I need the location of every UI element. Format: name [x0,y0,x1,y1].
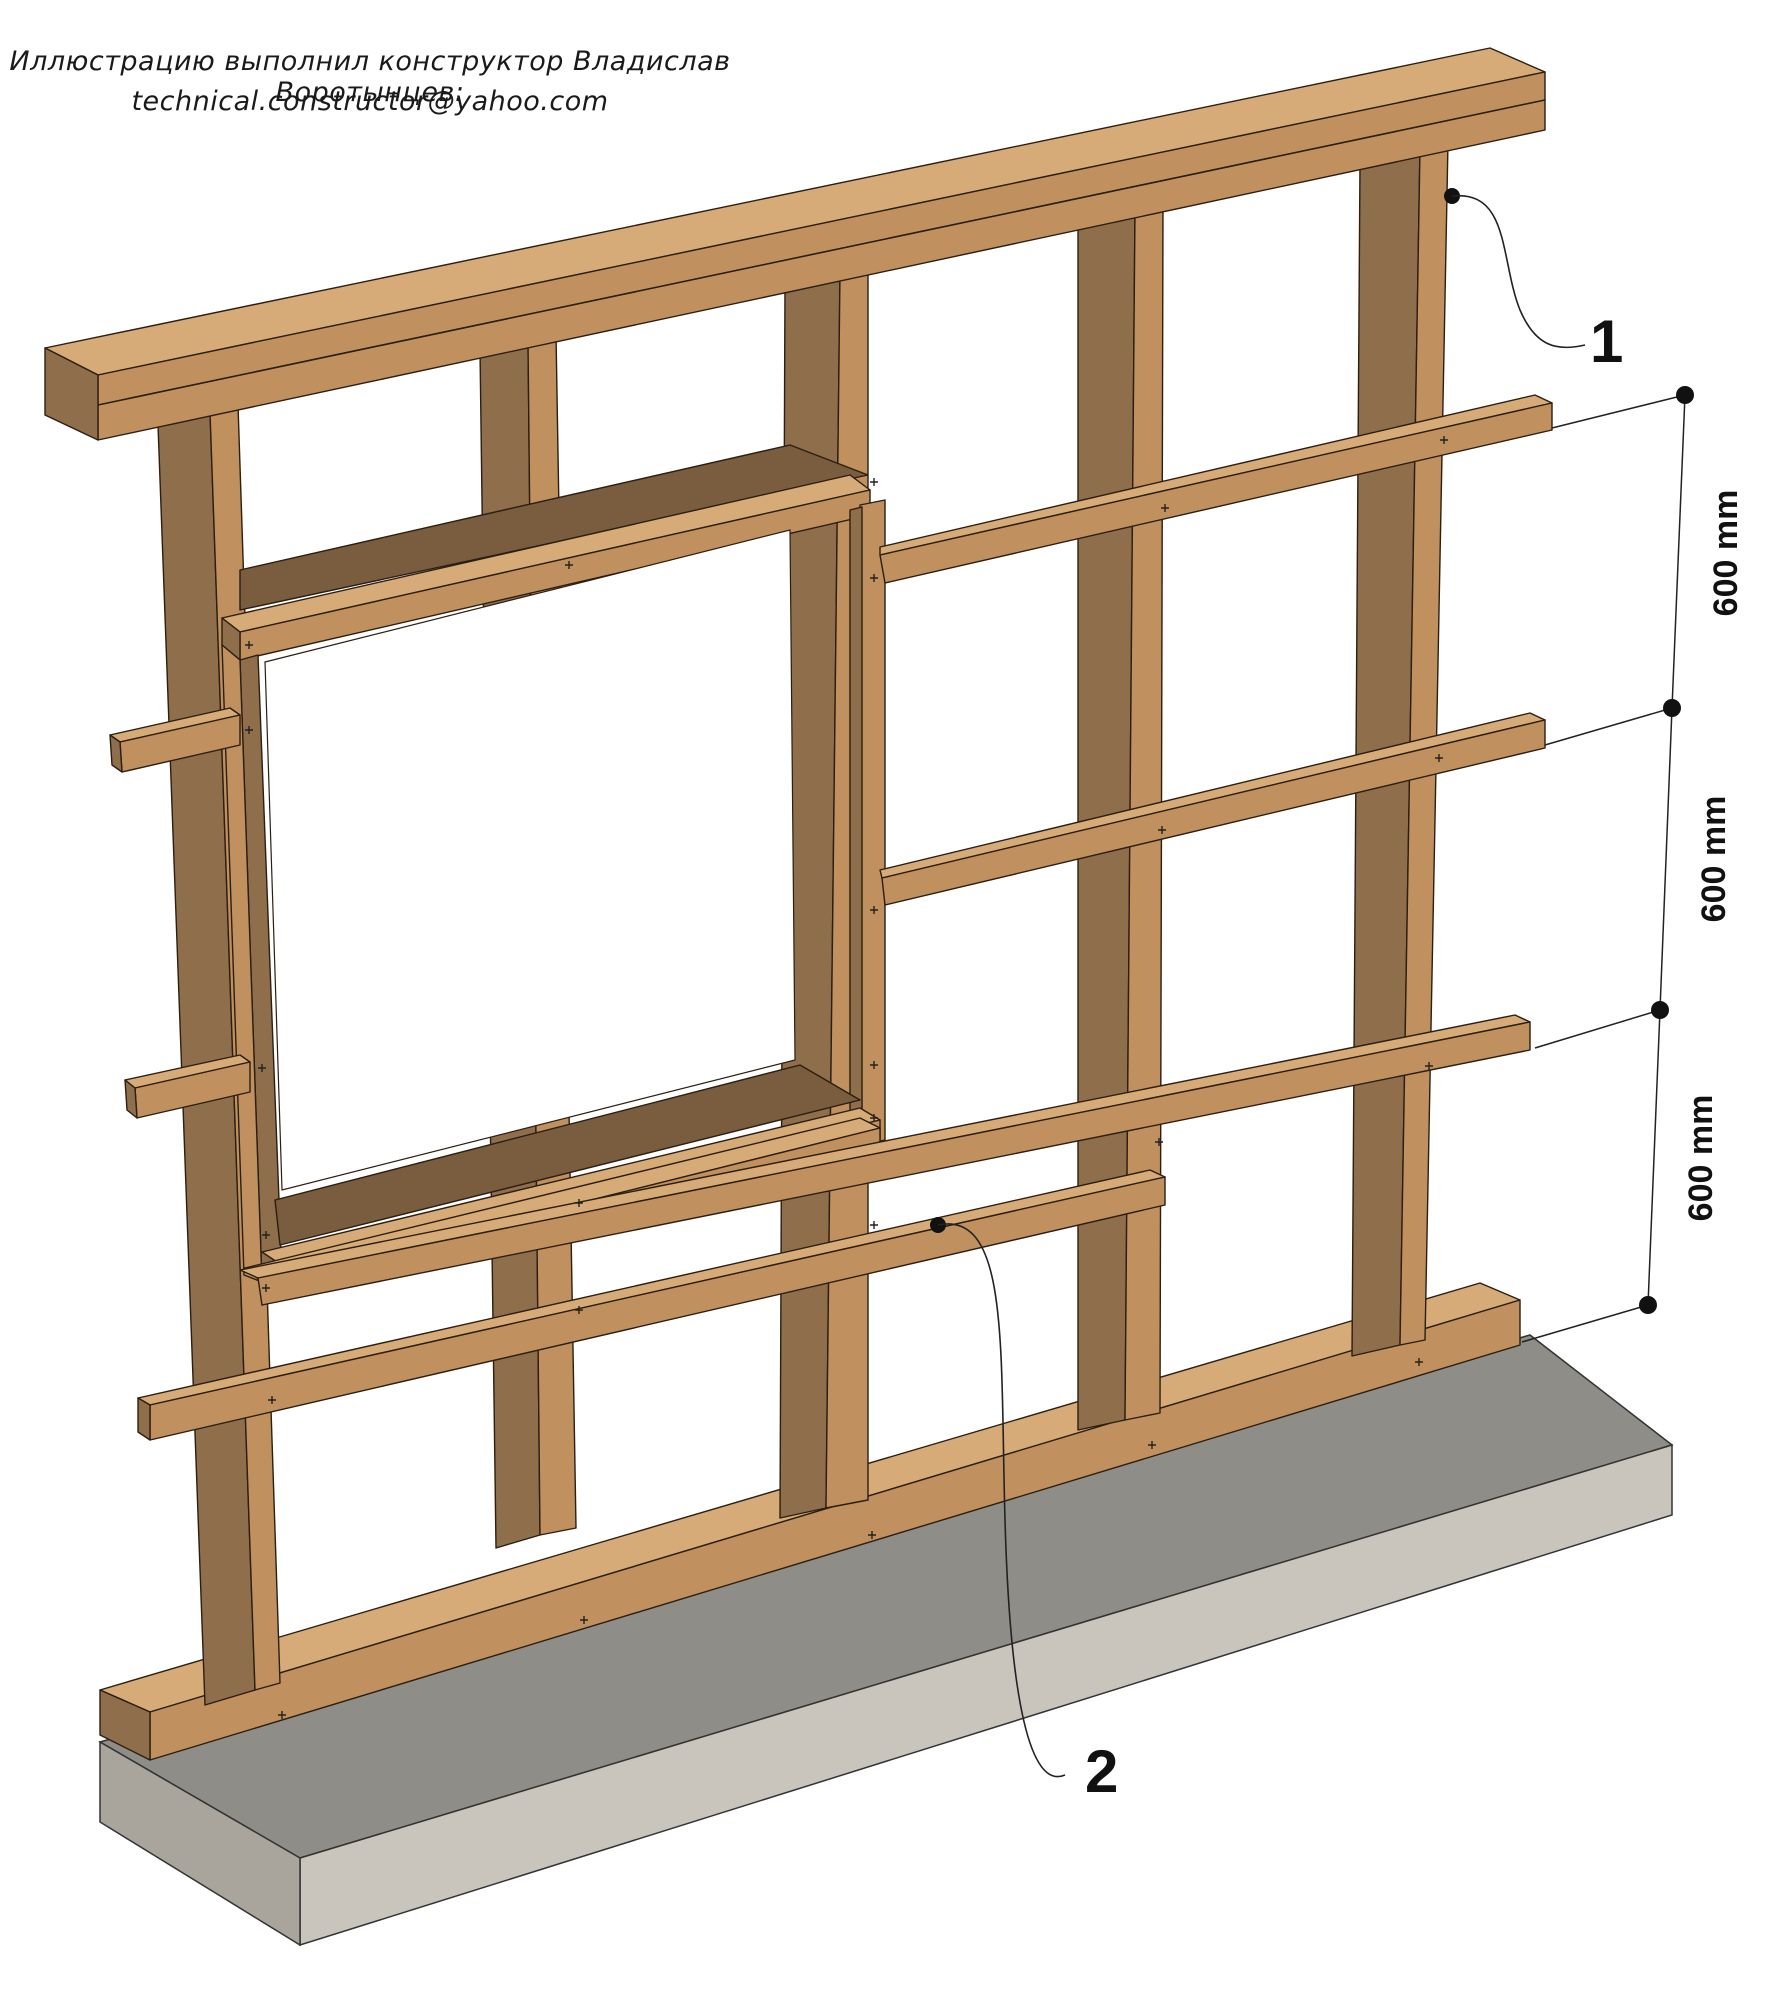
dimension-label-bottom: 600 mm [1682,1095,1720,1222]
horizontal-battens [109,394,1553,1441]
dimension-label-top: 600 mm [1707,490,1745,617]
foundation-end [99,1740,301,1947]
nail-marks [245,436,1448,1719]
dim-node-4 [1639,1296,1657,1314]
dim-node-2 [1663,699,1681,717]
callout-label-2: 2 [1085,1738,1118,1805]
credit-line-author: Иллюстрацию выполнил конструктор Владисл… [9,46,731,108]
dimension-label-middle: 600 mm [1695,796,1733,923]
callout-leaders [930,188,1586,1778]
foundation-top [98,1334,1674,1859]
dim-node-3 [1651,1001,1669,1019]
concrete-foundation [98,1334,1674,1947]
top-plate [44,47,1546,441]
dim-node-1 [1676,386,1694,404]
dimension-lines [1521,386,1694,1343]
credit-line-email: technical.constructor@yahoo.com [131,86,609,117]
callout-label-1: 1 [1590,308,1623,375]
window-opening [264,529,796,1191]
